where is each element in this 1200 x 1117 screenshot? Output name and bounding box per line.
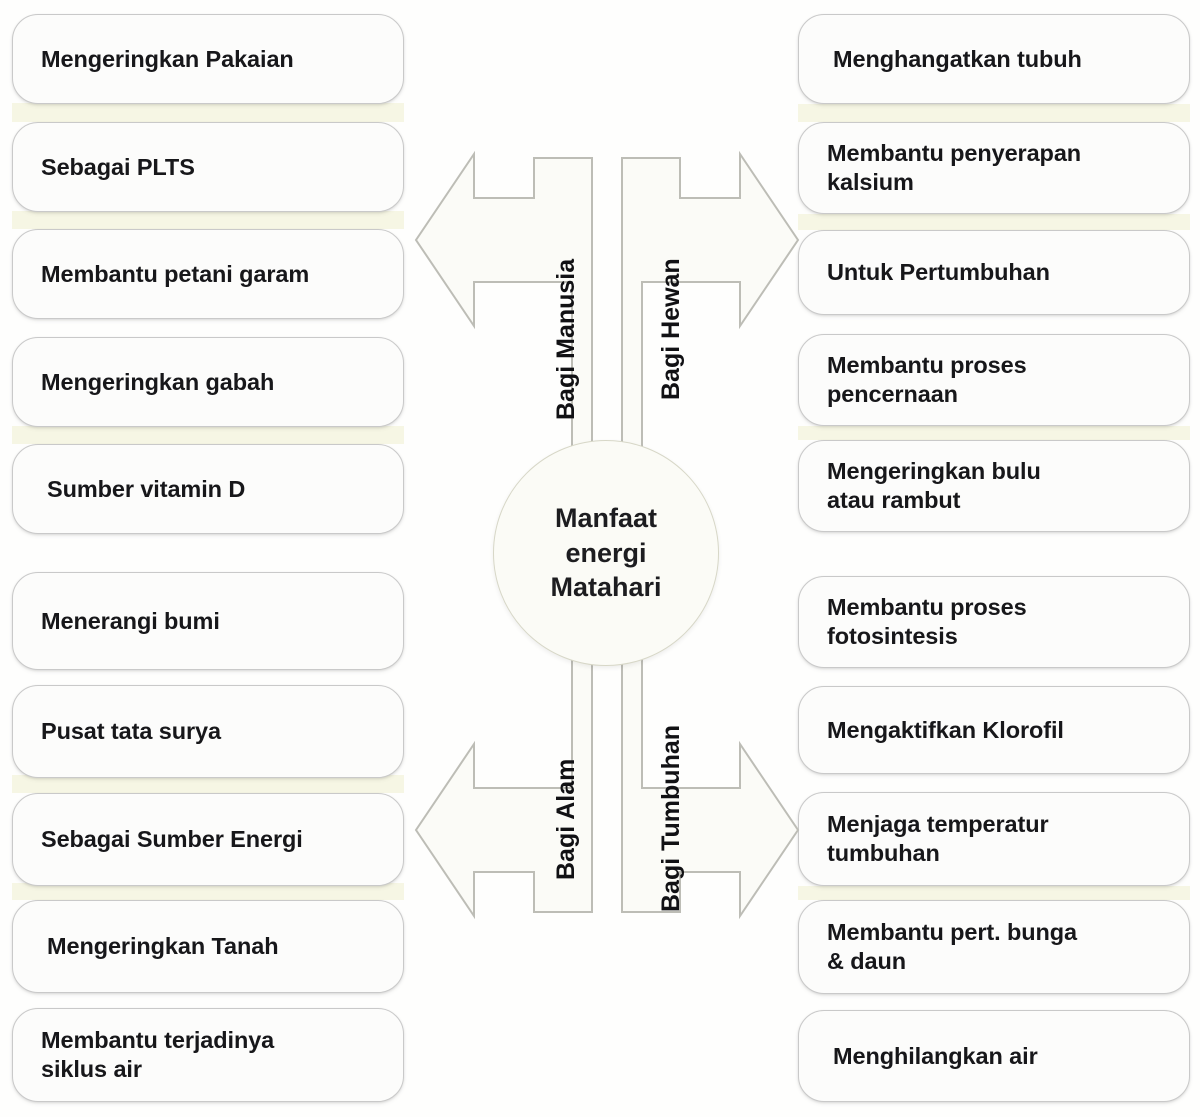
list-item-label: Menghilangkan air xyxy=(833,1042,1038,1069)
list-item[interactable]: Menerangi bumi xyxy=(12,572,404,670)
arrow-elbow-up-right-icon xyxy=(620,140,800,501)
list-item[interactable]: Sumber vitamin D xyxy=(12,444,404,534)
arrow-elbow-up-left-icon xyxy=(414,140,594,501)
list-item-label: Sebagai Sumber Energi xyxy=(41,826,303,853)
list-item[interactable]: Mengeringkan bulu atau rambut xyxy=(798,440,1190,532)
list-item[interactable]: Sebagai Sumber Energi xyxy=(12,793,404,886)
list-item[interactable]: Mengeringkan Tanah xyxy=(12,900,404,993)
list-item-label: Membantu penyerapan kalsium xyxy=(827,140,1082,195)
cream-band xyxy=(798,214,1190,230)
list-item-label: Membantu proses fotosintesis xyxy=(827,594,1027,649)
list-item-label: Sumber vitamin D xyxy=(47,475,246,502)
list-item[interactable]: Menjaga temperatur tumbuhan xyxy=(798,792,1190,886)
branch-label-hewan: Bagi Hewan xyxy=(657,258,685,400)
list-item[interactable]: Pusat tata surya xyxy=(12,685,404,778)
list-item-label: Mengaktifkan Klorofil xyxy=(827,716,1064,743)
arrow-elbow-down-left-icon xyxy=(414,619,594,930)
list-item-label: Mengeringkan gabah xyxy=(41,368,275,395)
list-item-label: Mengeringkan Pakaian xyxy=(41,45,294,72)
branch-label-manusia: Bagi Manusia xyxy=(552,258,580,420)
list-item-label: Membantu petani garam xyxy=(41,260,310,287)
list-item-label: Mengeringkan bulu atau rambut xyxy=(827,458,1041,513)
list-item[interactable]: Mengaktifkan Klorofil xyxy=(798,686,1190,774)
branch-label-tumbuhan: Bagi Tumbuhan xyxy=(657,724,685,912)
list-item-label: Mengeringkan Tanah xyxy=(47,933,279,960)
list-item-label: Pusat tata surya xyxy=(41,718,221,745)
list-item-label: Membantu pert. bunga & daun xyxy=(827,919,1077,974)
center-node: Manfaat energi Matahari xyxy=(493,440,719,666)
cream-band xyxy=(12,211,404,229)
list-item-label: Membantu terjadinya siklus air xyxy=(41,1027,275,1082)
list-item-label: Membantu proses pencernaan xyxy=(827,352,1027,407)
list-item-label: Untuk Pertumbuhan xyxy=(827,259,1050,286)
list-item[interactable]: Membantu proses pencernaan xyxy=(798,334,1190,426)
cream-band xyxy=(12,775,404,793)
branch-label-alam: Bagi Alam xyxy=(552,758,580,880)
list-item[interactable]: Membantu petani garam xyxy=(12,229,404,319)
list-item-label: Menerangi bumi xyxy=(41,607,220,634)
list-item[interactable]: Mengeringkan Pakaian xyxy=(12,14,404,104)
list-item[interactable]: Sebagai PLTS xyxy=(12,122,404,212)
list-item[interactable]: Membantu penyerapan kalsium xyxy=(798,122,1190,214)
list-item[interactable]: Menghangatkan tubuh xyxy=(798,14,1190,104)
list-item[interactable]: Membantu terjadinya siklus air xyxy=(12,1008,404,1102)
arrow-elbow-down-right-icon xyxy=(620,619,800,930)
list-item-label: Sebagai PLTS xyxy=(41,153,195,180)
list-item[interactable]: Untuk Pertumbuhan xyxy=(798,230,1190,315)
cream-band xyxy=(798,886,1190,900)
cream-band xyxy=(12,103,404,122)
center-node-label: Manfaat energi Matahari xyxy=(550,503,662,603)
list-item[interactable]: Membantu pert. bunga & daun xyxy=(798,900,1190,994)
list-item[interactable]: Menghilangkan air xyxy=(798,1010,1190,1102)
list-item-label: Menghangatkan tubuh xyxy=(833,45,1082,72)
list-item[interactable]: Mengeringkan gabah xyxy=(12,337,404,427)
cream-band xyxy=(12,883,404,900)
list-item-label: Menjaga temperatur tumbuhan xyxy=(827,811,1049,866)
cream-band xyxy=(12,426,404,444)
cream-band xyxy=(798,426,1190,440)
list-item[interactable]: Membantu proses fotosintesis xyxy=(798,576,1190,668)
cream-band xyxy=(798,104,1190,122)
